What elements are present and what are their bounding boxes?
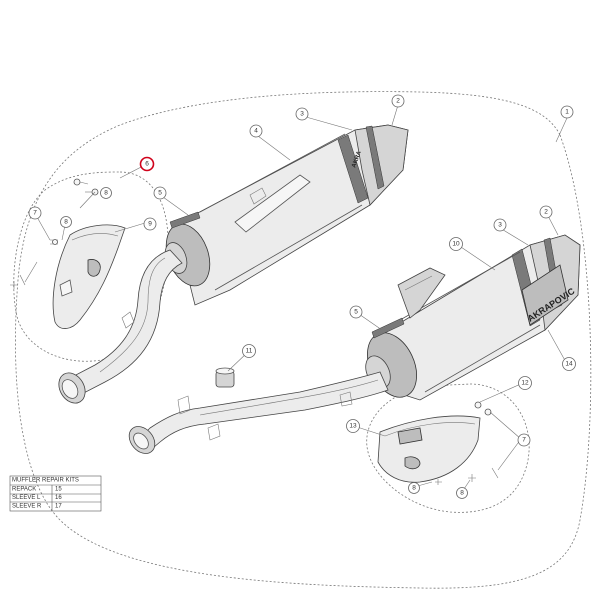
repair-kit-name: SLEEVE L xyxy=(12,495,41,501)
svg-text:2: 2 xyxy=(396,98,400,105)
svg-text:8: 8 xyxy=(64,219,68,226)
repair-kit-number: 17 xyxy=(55,504,62,510)
svg-text:3: 3 xyxy=(498,222,502,229)
svg-text:14: 14 xyxy=(565,361,573,368)
repair-kit-name: SLEEVE R xyxy=(12,504,42,510)
svg-text:10: 10 xyxy=(452,241,460,248)
repair-kit-number: 16 xyxy=(55,495,62,501)
right-heatshield-group-boundary xyxy=(366,383,530,513)
muffler-repair-kits-table: MUFFLER REPAIR KITS REPACK 15 SLEEVE L 1… xyxy=(9,475,102,512)
svg-text:2: 2 xyxy=(544,209,548,216)
svg-text:8: 8 xyxy=(412,485,416,492)
svg-text:13: 13 xyxy=(349,423,357,430)
callout-7-left: 7 xyxy=(28,206,42,220)
callout-2-right: 2 xyxy=(539,205,553,219)
svg-text:3: 3 xyxy=(300,111,304,118)
left-silencer: AKRA xyxy=(174,124,409,306)
callout-1: 1 xyxy=(560,105,574,119)
callout-9: 9 xyxy=(143,217,157,231)
svg-text:11: 11 xyxy=(246,348,253,355)
svg-text:4: 4 xyxy=(254,128,258,135)
callout-3-right: 3 xyxy=(493,218,507,232)
left-link-pipe xyxy=(58,249,183,404)
repair-kit-number: 15 xyxy=(55,487,62,493)
svg-text:7: 7 xyxy=(522,437,526,444)
left-heat-shield xyxy=(52,224,126,329)
right-heat-shield xyxy=(377,415,481,483)
repair-kits-title: MUFFLER REPAIR KITS xyxy=(12,478,79,484)
right-clamp-hardware xyxy=(435,401,499,485)
spacer-bushing xyxy=(215,367,235,388)
callout-8-right-a: 8 xyxy=(408,482,420,494)
callout-12: 12 xyxy=(518,376,532,390)
callout-10: 10 xyxy=(449,237,463,251)
svg-text:AKRA: AKRA xyxy=(351,150,363,169)
callout-11: 11 xyxy=(242,344,256,358)
svg-text:1: 1 xyxy=(565,109,569,116)
callout-8-left-a: 8 xyxy=(60,216,72,228)
callout-5-right: 5 xyxy=(349,305,363,319)
svg-text:7: 7 xyxy=(33,210,37,217)
callout-3-left: 3 xyxy=(295,107,309,121)
callout-4: 4 xyxy=(249,124,263,138)
svg-text:6: 6 xyxy=(145,161,149,168)
callout-7-right: 7 xyxy=(517,433,531,447)
svg-text:8: 8 xyxy=(104,190,108,197)
right-link-pipe xyxy=(128,371,389,454)
svg-text:5: 5 xyxy=(354,309,358,316)
callout-8-right-b: 8 xyxy=(456,487,468,499)
left-heatshield-group-boundary xyxy=(13,171,169,362)
svg-text:5: 5 xyxy=(158,190,162,197)
callout-14: 14 xyxy=(562,357,576,371)
repair-kit-name: REPACK xyxy=(12,487,36,493)
callout-2-left: 2 xyxy=(391,94,405,108)
assembly-group-boundary xyxy=(15,91,592,589)
svg-text:12: 12 xyxy=(521,380,529,387)
callout-6-highlighted: 6 xyxy=(139,156,155,172)
svg-text:9: 9 xyxy=(148,221,152,228)
callout-5-left: 5 xyxy=(153,186,167,200)
svg-text:8: 8 xyxy=(460,490,464,497)
callout-13: 13 xyxy=(346,419,360,433)
callout-8-left-b: 8 xyxy=(100,187,112,199)
